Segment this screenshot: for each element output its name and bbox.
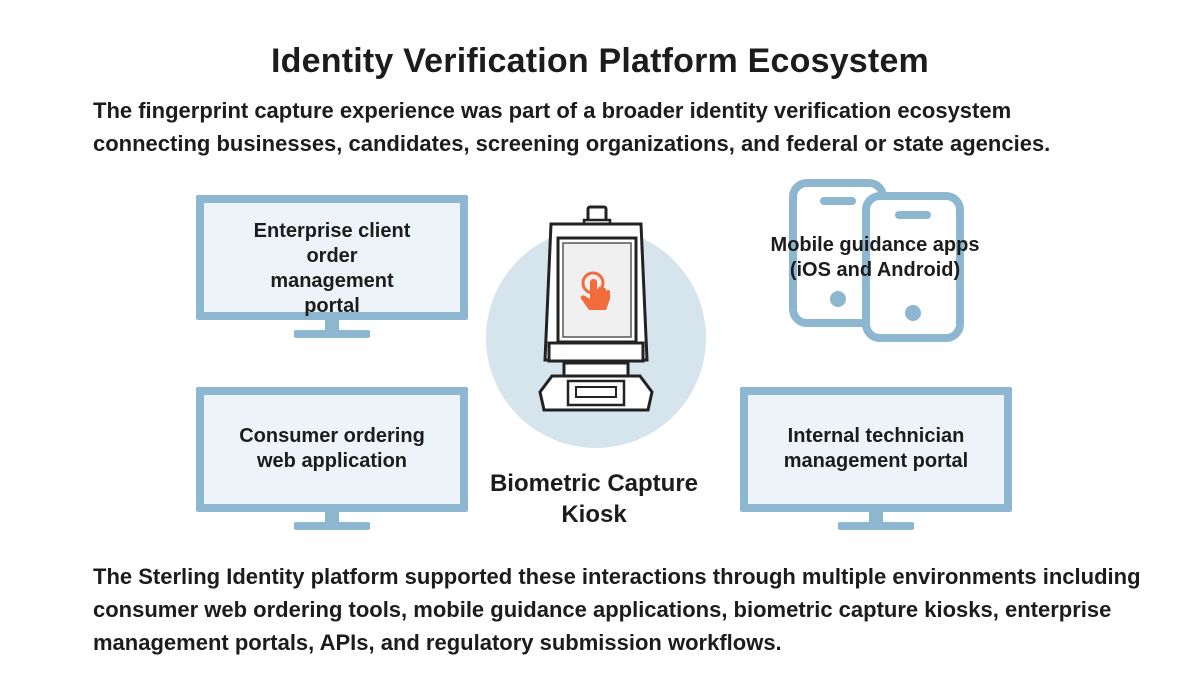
technician-portal-monitor: Internal technician management portal	[740, 387, 1012, 537]
diagram-title: Identity Verification Platform Ecosystem	[271, 42, 929, 80]
outro-paragraph: The Sterling Identity platform supported…	[93, 564, 1141, 655]
monitor-screen	[196, 387, 468, 512]
monitor-base	[294, 522, 370, 530]
intro-paragraph: The fingerprint capture experience was p…	[93, 98, 1051, 156]
monitor-neck	[325, 511, 339, 523]
monitor-neck	[325, 319, 339, 331]
enterprise-portal-label: Enterprise client order management porta…	[253, 220, 411, 317]
monitor-base	[838, 522, 914, 530]
monitor-neck	[869, 511, 883, 523]
mobile-apps-label: Mobile guidance apps (iOS and Android)	[770, 234, 980, 281]
monitor-base	[294, 330, 370, 338]
monitor-screen	[740, 387, 1012, 512]
consumer-web-monitor: Consumer ordering web application	[196, 387, 468, 537]
monitor-screen	[196, 195, 468, 320]
enterprise-portal-monitor: Enterprise client order management porta…	[196, 195, 468, 345]
kiosk-label: Biometric Capture Kiosk	[489, 470, 699, 528]
consumer-web-label: Consumer ordering web application	[239, 425, 425, 472]
technician-portal-label: Internal technician management portal	[783, 425, 969, 472]
